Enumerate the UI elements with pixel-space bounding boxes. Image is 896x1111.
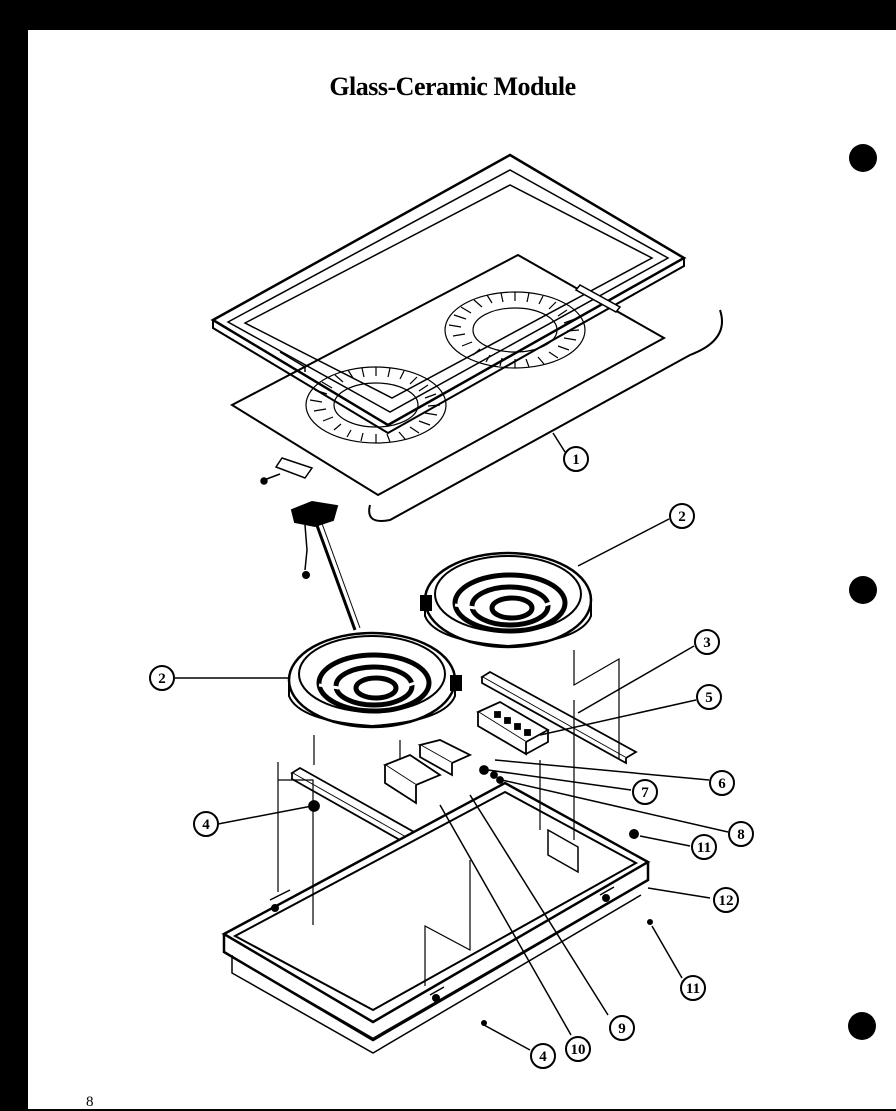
support-bar-right	[480, 670, 638, 765]
surface-element-right	[420, 551, 593, 649]
callout-4-bottom: 4	[530, 1043, 556, 1069]
binder-hole	[848, 1012, 876, 1040]
burner-pattern-left	[305, 366, 447, 444]
alignment-lines	[277, 650, 620, 986]
svg-text:2: 2	[678, 509, 686, 525]
leader-lines	[175, 518, 729, 1051]
glass-cooktop-panel	[210, 153, 687, 497]
svg-text:12: 12	[719, 893, 734, 909]
page-number: 8	[86, 1094, 94, 1110]
callout-11-upper: 11	[691, 834, 717, 860]
callouts: 1 2 2 3 4 4 5 6 7 8 9 10 11 11 12	[149, 446, 754, 1069]
svg-text:3: 3	[703, 635, 711, 651]
callout-8: 8	[728, 821, 754, 847]
svg-text:1: 1	[572, 452, 580, 468]
callout-9: 9	[609, 1015, 635, 1041]
callout-2-right: 2	[669, 503, 695, 529]
callout-5: 5	[696, 684, 722, 710]
svg-text:9: 9	[618, 1021, 626, 1037]
binder-hole	[849, 144, 877, 172]
svg-text:6: 6	[718, 776, 726, 792]
callout-4-left: 4	[193, 811, 219, 837]
callout-11-lower: 11	[680, 975, 706, 1001]
switch-bracket	[383, 739, 504, 805]
svg-text:2: 2	[158, 671, 166, 687]
svg-text:11: 11	[686, 981, 700, 997]
svg-text:7: 7	[641, 785, 649, 801]
terminal-block	[476, 700, 550, 756]
part1-bracket	[368, 309, 723, 522]
surface-element-left	[287, 631, 462, 729]
svg-text:8: 8	[737, 827, 745, 843]
svg-text:11: 11	[697, 840, 711, 856]
svg-text:4: 4	[539, 1049, 547, 1065]
callout-10: 10	[565, 1036, 591, 1062]
callout-3: 3	[694, 629, 720, 655]
callout-6: 6	[709, 770, 735, 796]
svg-text:5: 5	[705, 690, 713, 706]
callout-7: 7	[632, 779, 658, 805]
callout-1: 1	[563, 446, 589, 472]
screw-icon	[629, 829, 639, 839]
svg-text:4: 4	[202, 817, 210, 833]
page-title: Glass-Ceramic Module	[329, 72, 576, 101]
screw-icon	[481, 1020, 487, 1026]
binder-hole	[849, 576, 877, 604]
svg-text:10: 10	[571, 1042, 586, 1058]
burner-box-pan	[221, 781, 651, 1054]
temperature-limiter-probe	[290, 500, 361, 631]
screw-icon	[647, 919, 653, 925]
callout-2-left: 2	[149, 665, 175, 691]
glass-clip	[260, 457, 314, 485]
callout-12: 12	[713, 887, 739, 913]
